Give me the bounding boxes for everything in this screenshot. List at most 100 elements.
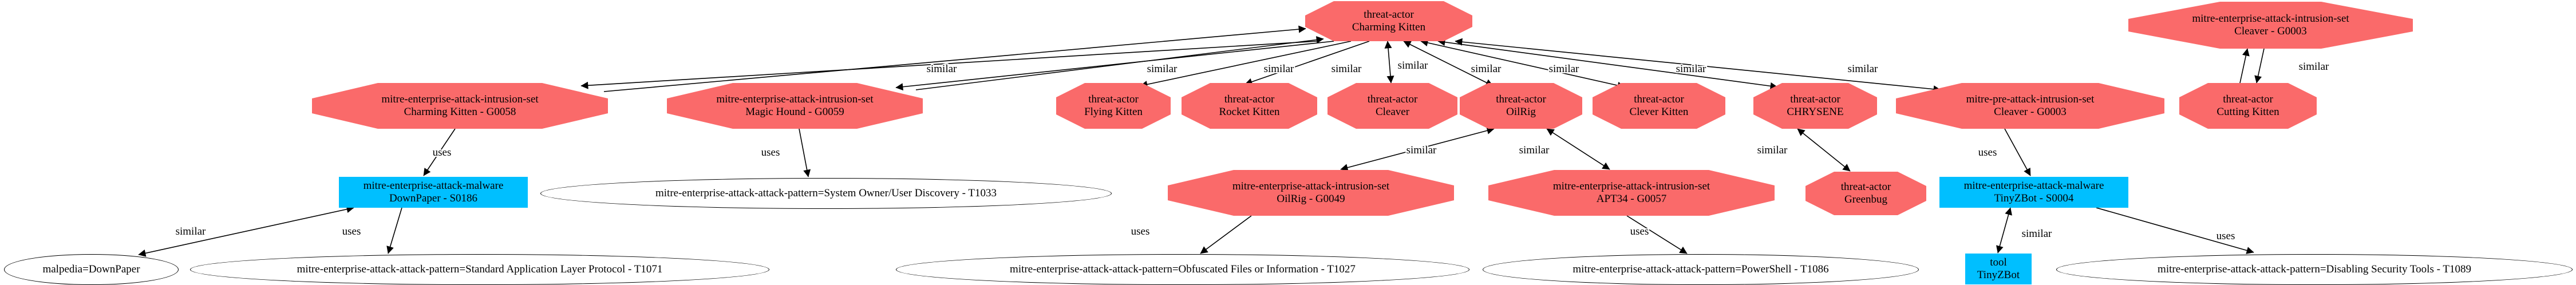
node-label-line: Charming Kitten - G0058 bbox=[404, 106, 516, 118]
node-label-line: Clever Kitten bbox=[1629, 106, 1689, 118]
edge-label: uses bbox=[2217, 230, 2235, 242]
node-label-line: mitre-enterprise-attack-attack-pattern=S… bbox=[297, 263, 663, 275]
edge-tinyzbot-tool bbox=[1996, 207, 2012, 254]
node-label-line: threat-actor bbox=[1790, 93, 1840, 105]
edge-label: similar bbox=[1332, 63, 1362, 75]
node-label-line: mitre-enterprise-attack-intrusion-set bbox=[716, 93, 874, 105]
node-label-line: threat-actor bbox=[2223, 93, 2273, 105]
node-intrusion-set-apt34-g0057: mitre-enterprise-attack-intrusion-set AP… bbox=[1488, 170, 1775, 216]
edge-downpaper-t1071 bbox=[386, 207, 402, 254]
edge-charmingkitten-g0059 bbox=[895, 41, 1334, 91]
node-pre-attack-intrusion-set-cleaver-g0003: mitre-pre-attack-intrusion-set Cleaver -… bbox=[1896, 83, 2164, 129]
node-label-line: threat-actor bbox=[1634, 93, 1684, 105]
node-label-line: mitre-enterprise-attack-intrusion-set bbox=[2192, 12, 2349, 25]
node-label-line: threat-actor bbox=[1224, 93, 1275, 105]
node-malware-tinyzbot-s0004: mitre-enterprise-attack-malware TinyZBot… bbox=[1939, 177, 2128, 208]
node-label-line: Flying Kitten bbox=[1084, 106, 1143, 118]
node-label-line: threat-actor bbox=[1496, 93, 1546, 105]
edge-label: similar bbox=[176, 225, 206, 238]
edge-precleaver-tinyzbot bbox=[2004, 128, 2031, 176]
node-threat-actor-oilrig: threat-actor OilRig bbox=[1460, 83, 1582, 129]
node-label-line: mitre-enterprise-attack-intrusion-set bbox=[381, 93, 539, 105]
node-label-line: Charming Kitten bbox=[1352, 21, 1426, 33]
node-attack-pattern-t1033: mitre-enterprise-attack-attack-pattern=S… bbox=[540, 178, 1112, 209]
edge-g0049-t1027 bbox=[1200, 215, 1252, 254]
edge-label: uses bbox=[1131, 225, 1150, 238]
node-label-line: threat-actor bbox=[1367, 93, 1418, 105]
edge-label: similar bbox=[2299, 61, 2329, 73]
node-label-line: mitre-pre-attack-intrusion-set bbox=[1966, 93, 2095, 105]
edge-label: uses bbox=[1978, 147, 1997, 159]
node-intrusion-set-oilrig-g0049: mitre-enterprise-attack-intrusion-set Oi… bbox=[1168, 170, 1454, 216]
edge-label: similar bbox=[1848, 63, 1878, 75]
node-label-line: threat-actor bbox=[1840, 180, 1891, 193]
node-intrusion-set-magic-hound-g0059: mitre-enterprise-attack-intrusion-set Ma… bbox=[667, 83, 923, 129]
edge-downpaper-malpedia bbox=[138, 205, 354, 257]
node-label-line: Greenbug bbox=[1844, 193, 1887, 205]
node-label-line: threat-actor bbox=[1088, 93, 1139, 105]
edge-label: similar bbox=[1519, 144, 1550, 156]
node-attack-pattern-t1089: mitre-enterprise-attack-attack-pattern=D… bbox=[2056, 254, 2573, 285]
edge-g0059-charmingkitten bbox=[915, 36, 1324, 90]
edge-label: similar bbox=[1264, 63, 1294, 75]
node-label-line: OilRig bbox=[1506, 106, 1536, 118]
node-label-line: DownPaper - S0186 bbox=[389, 192, 478, 204]
edge-label: similar bbox=[1398, 60, 1428, 72]
edge-g0057-t1086 bbox=[1626, 215, 1688, 254]
node-label-line: APT34 - G0057 bbox=[1596, 193, 1667, 205]
node-threat-actor-clever-kitten: threat-actor Clever Kitten bbox=[1593, 83, 1725, 129]
node-attack-pattern-t1027: mitre-enterprise-attack-attack-pattern=O… bbox=[896, 254, 1469, 285]
node-label-line: TinyZBot bbox=[1977, 269, 2020, 281]
edge-label: similar bbox=[927, 63, 957, 75]
edge-oilrig-g0049 bbox=[1340, 126, 1495, 172]
node-label-line: mitre-enterprise-attack-attack-pattern=P… bbox=[1573, 263, 1829, 275]
node-label-line: CHRYSENE bbox=[1787, 106, 1844, 118]
node-label-line: mitre-enterprise-attack-attack-pattern=S… bbox=[655, 187, 997, 199]
node-threat-actor-greenbug: threat-actor Greenbug bbox=[1805, 172, 1926, 215]
edge-charmingkitten-cleaver bbox=[1384, 41, 1394, 84]
node-intrusion-set-charming-kitten-g0058: mitre-enterprise-attack-intrusion-set Ch… bbox=[312, 83, 608, 129]
edge-label: similar bbox=[1406, 144, 1437, 156]
edge-oilrig-g0057 bbox=[1546, 128, 1610, 170]
edge-cleaverg0003-cuttingkitten bbox=[2254, 48, 2265, 84]
node-threat-actor-charming-kitten: threat-actor Charming Kitten bbox=[1305, 1, 1472, 41]
edge-g0058-downpaper bbox=[423, 128, 456, 176]
node-attack-pattern-t1071: mitre-enterprise-attack-attack-pattern=S… bbox=[190, 254, 769, 285]
edge-chrysene-greenbug bbox=[1797, 128, 1851, 172]
edge-label: similar bbox=[1676, 63, 1706, 75]
node-threat-actor-chrysene: threat-actor CHRYSENE bbox=[1753, 83, 1877, 129]
edge-label: similar bbox=[1471, 63, 1502, 75]
node-label-line: mitre-enterprise-attack-malware bbox=[1963, 179, 2104, 192]
edge-charmingkitten-g0058 bbox=[580, 41, 1317, 89]
node-label-line: Cutting Kitten bbox=[2217, 106, 2279, 118]
edge-cuttingkitten-cleaverg0003 bbox=[2239, 48, 2250, 84]
node-label-line: Rocket Kitten bbox=[1219, 106, 1280, 118]
edge-charmingkitten-precleaver bbox=[1455, 38, 1941, 93]
edge-charmingkitten-rocketkitten bbox=[1244, 41, 1370, 86]
node-label-line: Cleaver bbox=[1375, 106, 1410, 118]
node-label-line: OilRig - G0049 bbox=[1277, 193, 1345, 205]
node-label-line: mitre-enterprise-attack-intrusion-set bbox=[1232, 180, 1390, 192]
node-label-line: mitre-enterprise-attack-malware bbox=[363, 179, 504, 192]
edge-g0058-charmingkitten bbox=[603, 25, 1306, 92]
edge-label: uses bbox=[761, 147, 780, 159]
edge-label: similar bbox=[1147, 63, 1178, 75]
edge-label: similar bbox=[1757, 144, 1788, 156]
node-malware-downpaper-s0186: mitre-enterprise-attack-malware DownPape… bbox=[339, 177, 528, 208]
node-label-line: mitre-enterprise-attack-attack-pattern=O… bbox=[1010, 263, 1356, 275]
node-threat-actor-cleaver: threat-actor Cleaver bbox=[1327, 83, 1457, 129]
node-label-line: mitre-enterprise-attack-intrusion-set bbox=[1552, 180, 1710, 192]
edge-label: similar bbox=[1549, 63, 1579, 75]
node-label-line: tool bbox=[1990, 256, 2007, 268]
node-label-line: threat-actor bbox=[1364, 8, 1414, 21]
node-threat-actor-cutting-kitten: threat-actor Cutting Kitten bbox=[2179, 83, 2317, 129]
edge-tinyzbot-t1089 bbox=[2096, 207, 2254, 254]
edge-label: uses bbox=[342, 225, 361, 238]
node-malpedia-downpaper: malpedia=DownPaper bbox=[4, 254, 179, 285]
node-label-line: TinyZBot - S0004 bbox=[1994, 192, 2074, 204]
node-threat-actor-flying-kitten: threat-actor Flying Kitten bbox=[1056, 83, 1171, 129]
node-label-line: Cleaver - G0003 bbox=[1994, 106, 2067, 118]
node-label-line: Cleaver - G0003 bbox=[2234, 25, 2307, 37]
